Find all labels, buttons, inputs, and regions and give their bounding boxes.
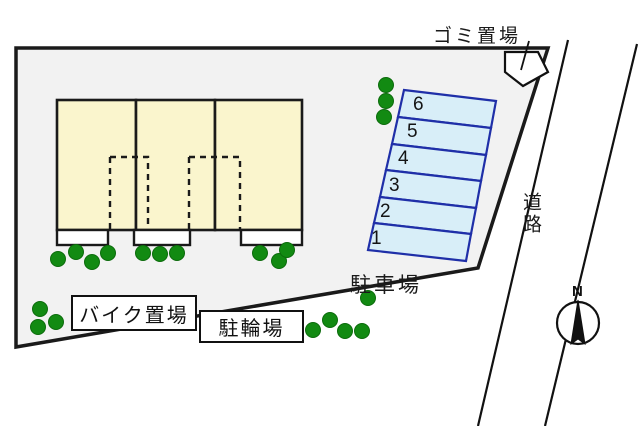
compass-north-label: N — [572, 283, 583, 300]
shrubs-group — [30, 77, 394, 339]
shrub — [68, 244, 84, 260]
compass-needle — [570, 299, 586, 346]
shrub — [252, 245, 268, 261]
shrub — [337, 323, 353, 339]
road-outer-edge-line — [543, 43, 639, 426]
shrub — [376, 109, 392, 125]
road-inner-edge-line — [476, 39, 570, 426]
shrub — [378, 93, 394, 109]
shrub — [84, 254, 100, 270]
shrub — [135, 245, 151, 261]
shrub — [360, 290, 376, 306]
shrub — [354, 323, 370, 339]
parking-stall-1[interactable] — [366, 221, 473, 263]
shrub — [30, 319, 46, 335]
shrub — [279, 242, 295, 258]
garbage-station-label: ゴミ置場 — [433, 26, 522, 47]
shrub — [378, 77, 394, 93]
road-area — [476, 39, 639, 426]
bicycle-parking-label-box: 駐輪場 — [199, 310, 304, 343]
garbage-station-outline — [503, 50, 550, 88]
shrub — [50, 251, 66, 267]
shrub — [169, 245, 185, 261]
stair-mark-2 — [189, 155, 242, 230]
shrub — [322, 312, 338, 328]
garbage-station-leader-line — [520, 40, 530, 71]
porch-2 — [132, 228, 192, 247]
compass-rose — [555, 299, 601, 346]
shrub — [32, 301, 48, 317]
garbage-station-shape — [503, 40, 550, 88]
stair-mark-1 — [110, 155, 150, 230]
shrub — [305, 322, 321, 338]
building-block-1 — [55, 98, 138, 232]
porch-1 — [55, 228, 110, 247]
shrub — [100, 245, 116, 261]
bicycle-parking-label: 駐輪場 — [218, 318, 285, 340]
porch-3 — [239, 228, 304, 247]
building-block-3 — [213, 98, 304, 232]
building — [55, 98, 304, 247]
motorcycle-parking-label: バイク置場 — [79, 304, 189, 327]
shrub — [271, 253, 287, 269]
motorcycle-parking-label-box: バイク置場 — [71, 295, 197, 331]
parking-stalls-group — [366, 88, 498, 263]
shrub — [152, 246, 168, 262]
car-parking-label: 駐車場 — [350, 274, 422, 297]
road-label: 道路 — [520, 192, 541, 236]
shrub — [48, 314, 64, 330]
